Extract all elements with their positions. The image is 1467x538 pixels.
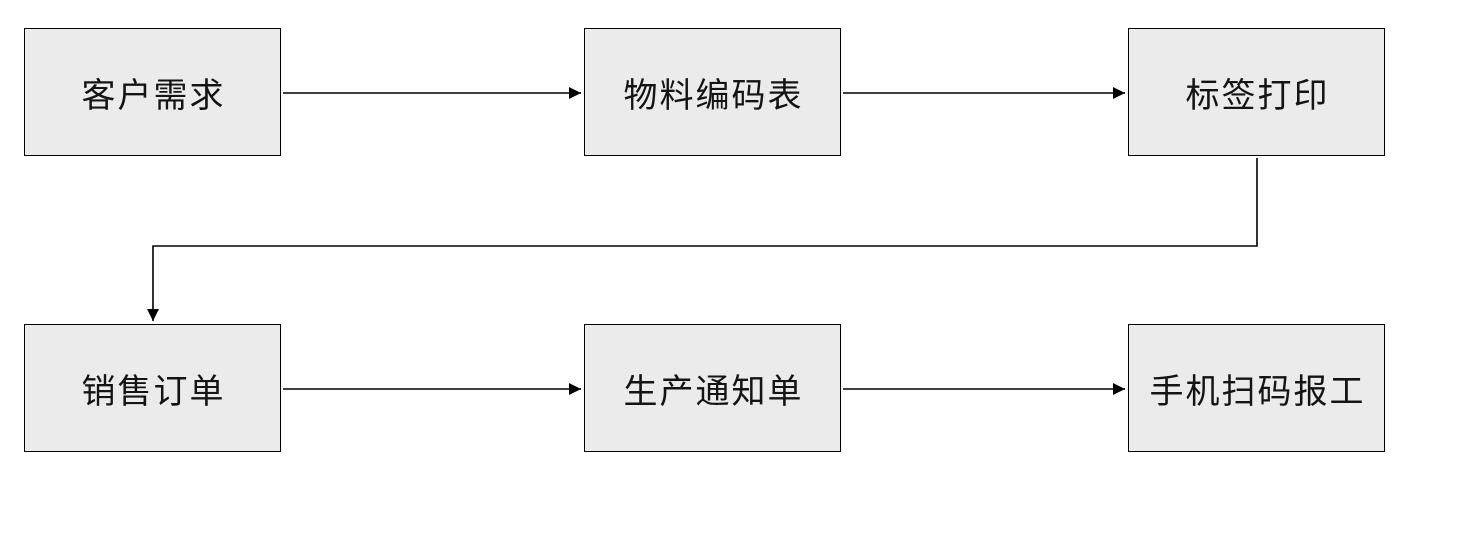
node-label: 物料编码表 bbox=[623, 77, 804, 115]
edge-label-printing-to-sales-order bbox=[147, 158, 1258, 321]
node-label: 客户需求 bbox=[81, 77, 226, 115]
node-label: 手机扫码报工 bbox=[1149, 373, 1366, 411]
node-production-notice: 生产通知单 bbox=[584, 324, 841, 452]
node-label-printing: 标签打印 bbox=[1128, 28, 1385, 156]
node-label: 销售订单 bbox=[81, 373, 226, 411]
node-sales-order: 销售订单 bbox=[24, 324, 281, 452]
node-material-code-table: 物料编码表 bbox=[584, 28, 841, 156]
node-customer-demand: 客户需求 bbox=[24, 28, 281, 156]
node-label: 生产通知单 bbox=[623, 373, 804, 411]
node-mobile-scan-report: 手机扫码报工 bbox=[1128, 324, 1385, 452]
node-label: 标签打印 bbox=[1185, 77, 1330, 115]
